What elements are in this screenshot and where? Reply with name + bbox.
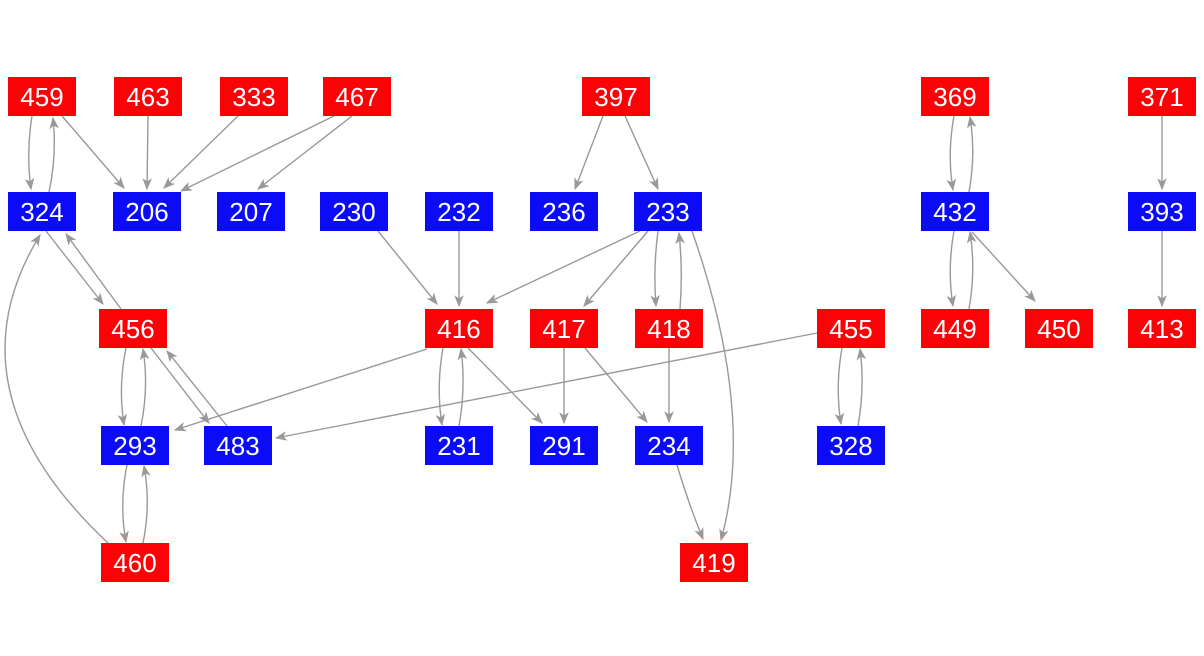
node-333: 333 <box>220 77 288 116</box>
node-483: 483 <box>204 426 272 465</box>
edge-463-206 <box>142 115 152 191</box>
node-450: 450 <box>1025 309 1093 348</box>
edge-417-234 <box>584 347 648 423</box>
node-393: 393 <box>1128 192 1196 231</box>
node-413: 413 <box>1128 309 1196 348</box>
node-236: 236 <box>530 192 598 231</box>
edge-293-460 <box>119 464 129 544</box>
edge-432-450 <box>971 231 1036 302</box>
node-324: 324 <box>8 192 76 231</box>
node-432: 432 <box>921 192 989 231</box>
edge-233-418 <box>650 230 660 308</box>
edge-456-324 <box>65 233 122 310</box>
edge-455-328 <box>834 347 845 426</box>
node-371: 371 <box>1128 77 1196 116</box>
edge-397-233 <box>624 115 659 191</box>
edge-460-324 <box>4 233 109 544</box>
node-231: 231 <box>425 426 493 465</box>
edge-328-455 <box>856 347 867 427</box>
edge-460-293 <box>141 464 151 544</box>
node-463: 463 <box>114 77 182 116</box>
edge-233-417 <box>583 230 649 307</box>
node-449: 449 <box>921 309 989 348</box>
node-417: 417 <box>530 309 598 348</box>
node-232: 232 <box>425 192 493 231</box>
edge-432-369 <box>966 115 977 193</box>
node-293: 293 <box>101 426 169 465</box>
edge-459-324 <box>24 115 35 191</box>
node-416: 416 <box>425 309 493 348</box>
node-291: 291 <box>530 426 598 465</box>
node-328: 328 <box>817 426 885 465</box>
edge-369-432 <box>946 115 956 192</box>
edge-467-207 <box>257 115 353 190</box>
node-418: 418 <box>635 309 703 348</box>
node-206: 206 <box>113 192 181 231</box>
edge-233-416 <box>485 230 641 304</box>
edge-333-206 <box>163 115 239 189</box>
edge-230-416 <box>377 230 438 305</box>
edge-397-236 <box>574 115 604 191</box>
edge-324-459 <box>48 116 59 193</box>
node-233: 233 <box>634 192 702 231</box>
edge-293-456 <box>139 347 150 427</box>
edge-231-416 <box>457 347 468 427</box>
node-369: 369 <box>921 77 989 116</box>
node-419: 419 <box>680 543 748 582</box>
node-397: 397 <box>582 77 650 116</box>
edge-483-456 <box>166 350 228 427</box>
edge-467-206 <box>179 115 335 192</box>
edge-416-231 <box>435 347 446 427</box>
edge-324-456 <box>45 230 104 305</box>
node-230: 230 <box>320 192 388 231</box>
edge-456-293 <box>117 347 128 427</box>
node-456: 456 <box>99 309 167 348</box>
node-459: 459 <box>8 77 76 116</box>
node-234: 234 <box>635 426 703 465</box>
node-467: 467 <box>323 77 391 116</box>
edge-416-291 <box>467 347 543 424</box>
node-460: 460 <box>101 543 169 582</box>
edge-416-293 <box>173 348 428 432</box>
edge-418-233 <box>675 231 685 310</box>
node-455: 455 <box>817 309 885 348</box>
edge-455-483 <box>274 332 818 441</box>
edge-456-483 <box>150 347 210 424</box>
edge-233-419 <box>691 230 735 542</box>
edge-459-206 <box>61 115 125 189</box>
edge-432-449 <box>946 230 957 308</box>
edge-449-432 <box>966 230 977 310</box>
node-207: 207 <box>217 192 285 231</box>
edge-234-419 <box>676 464 704 541</box>
